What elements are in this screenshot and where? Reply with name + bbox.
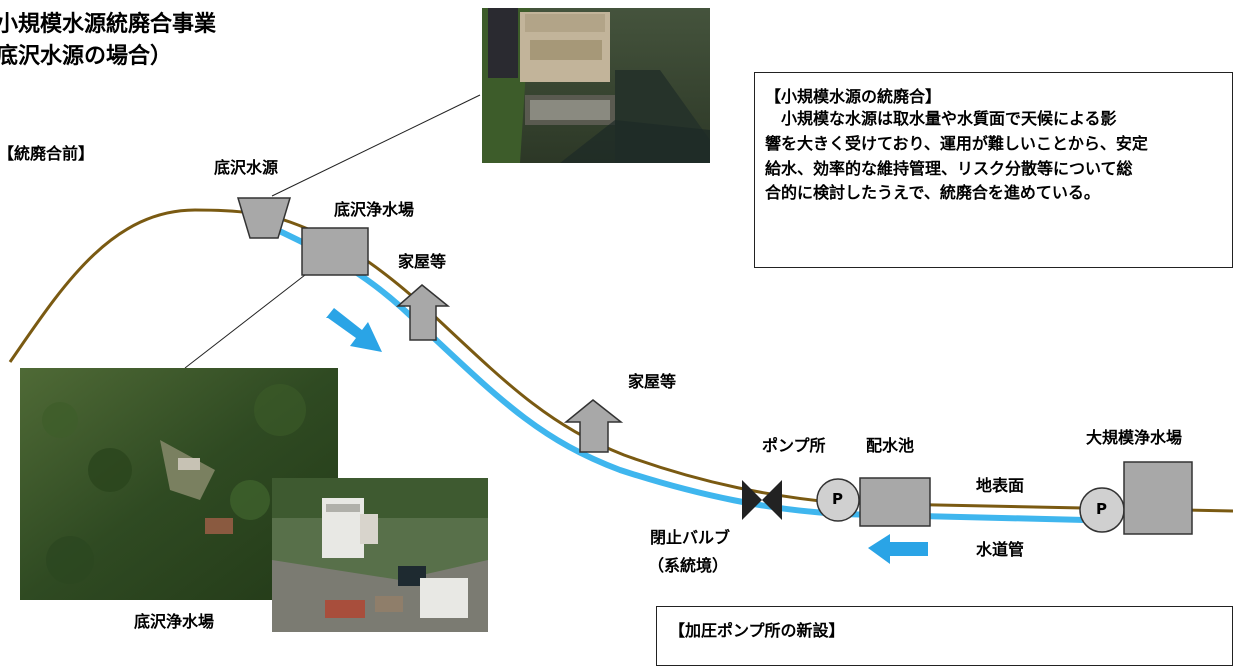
reservoir-box [859,477,931,527]
aerial-forest-photo [20,368,338,600]
valve-note-label: （系統境） [648,556,729,575]
large-plant-label: 大規模浄水場 [1086,428,1183,447]
water-pipe-label: 水道管 [976,540,1025,559]
flow-arrow-downhill [326,308,382,352]
ground-surface-label: 地表面 [976,476,1025,495]
info-box: 【小規模水源の統廃合】 小規模な水源は取水量や水質面で天候による影 響を大きく受… [754,72,1233,268]
plant-facility-box [301,227,369,276]
houses-label-2: 家屋等 [628,372,677,391]
page-subtitle: 底沢水源の場合） [0,44,173,69]
section-before-label: 【統廃合前】 [0,144,95,163]
bottom-info-box: 【加圧ポンプ所の新設】 [656,606,1233,666]
houses-label-1: 家屋等 [398,252,447,271]
photo-caption: 底沢浄水場 [134,612,215,631]
bottom-box-heading: 【加圧ポンプ所の新設】 [669,621,845,640]
callout-line-source-photo [271,94,481,197]
source-label: 底沢水源 [214,158,279,177]
info-box-line-3: 給水、効率的な維持管理、リスク分散等について総 [765,158,1133,178]
info-box-line-4: 合的に検討したうえで、統廃合を進めている。 [765,183,1100,203]
diagram-canvas [8,8,1233,632]
reservoir-label: 配水池 [866,436,915,455]
info-box-line-1: 小規模な水源は取水量や水質面で天候による影 [765,109,1117,128]
source-intake-shape [236,197,292,239]
large-plant-box [1123,461,1193,535]
callout-line-plant-photo [184,274,306,369]
ground-surface-line [8,208,1233,513]
valve-icon [742,480,782,520]
pump-station-label: ポンプ所 [762,436,826,455]
page-title: 小規模水源統廃合事業 [0,12,217,37]
info-box-line-2: 響を大きく受けており、運用が難しいことから、安定 [765,133,1148,153]
pump-symbol-2: P [1096,500,1107,518]
house-arrow-1 [396,284,451,341]
source-photo [482,8,710,163]
plant-label: 底沢浄水場 [334,200,415,219]
valve-label: 閉止バルブ [650,528,731,547]
info-box-heading: 【小規模水源の統廃合】 [765,87,942,106]
pump-symbol-1: P [832,490,843,508]
flow-arrow-left [868,534,928,564]
pump-circle-1 [816,478,860,522]
house-arrow-2 [563,399,624,453]
plant-closeup-photo [272,478,488,632]
